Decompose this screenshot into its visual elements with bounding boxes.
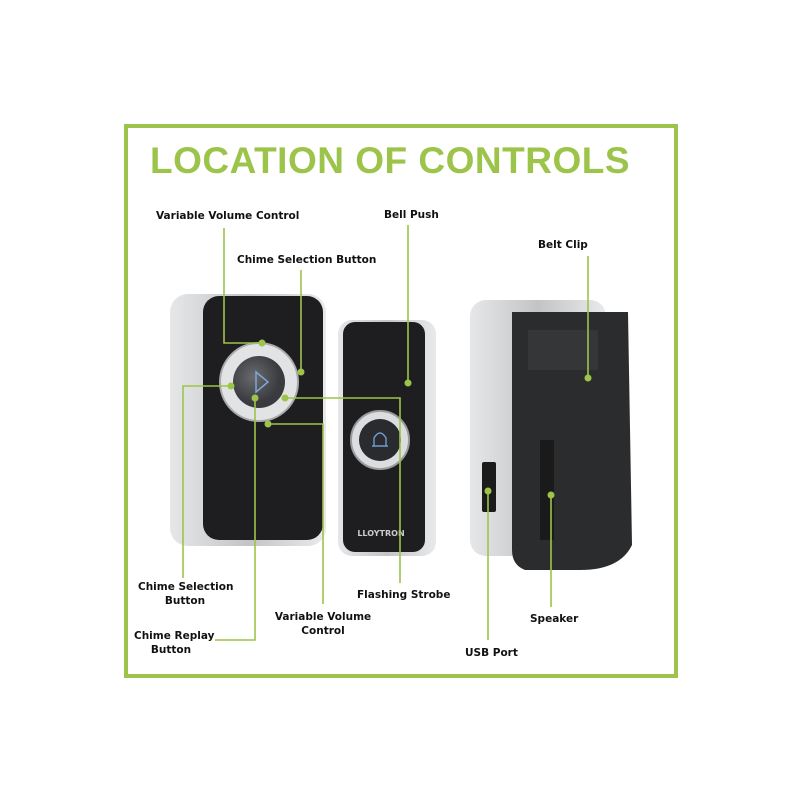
label-line: Control (301, 625, 345, 637)
brand-logo: LLOYTRON (357, 529, 404, 538)
replay-button[interactable] (233, 356, 285, 408)
label-line: Chime Selection (138, 581, 234, 593)
label-flashing-strobe: Flashing Strobe (357, 589, 451, 601)
page-title: LOCATION OF CONTROLS (150, 140, 630, 181)
label-belt-clip: Belt Clip (538, 239, 588, 251)
play-icon (255, 370, 270, 394)
callout-dots (227, 339, 592, 499)
label-variable-volume-top: Variable Volume Control (156, 210, 300, 222)
bell-icon (372, 432, 388, 447)
label-chime-replay: Chime Replay Button (134, 629, 215, 657)
label-speaker: Speaker (530, 613, 579, 625)
label-chime-selection-top: Chime Selection Button (237, 254, 377, 266)
label-line: Button (150, 644, 192, 656)
speaker-grille (540, 440, 554, 540)
usb-port (482, 462, 496, 512)
label-line: Chime Replay (134, 630, 215, 642)
label-variable-volume-bottom: Variable Volume Control (274, 610, 372, 638)
label-line: Variable Volume (274, 611, 372, 623)
chime-rear-view (470, 300, 632, 570)
bell-button[interactable] (359, 419, 401, 461)
label-chime-selection-left: Chime Selection Button (138, 580, 234, 608)
label-bell-push: Bell Push (384, 209, 439, 221)
bell-push-unit: LLOYTRON (338, 320, 436, 556)
label-usb-port: USB Port (465, 647, 518, 659)
chime-receiver (170, 294, 326, 546)
label-line: Button (164, 595, 206, 607)
callout-lines (182, 225, 589, 641)
frame-border (124, 124, 678, 678)
